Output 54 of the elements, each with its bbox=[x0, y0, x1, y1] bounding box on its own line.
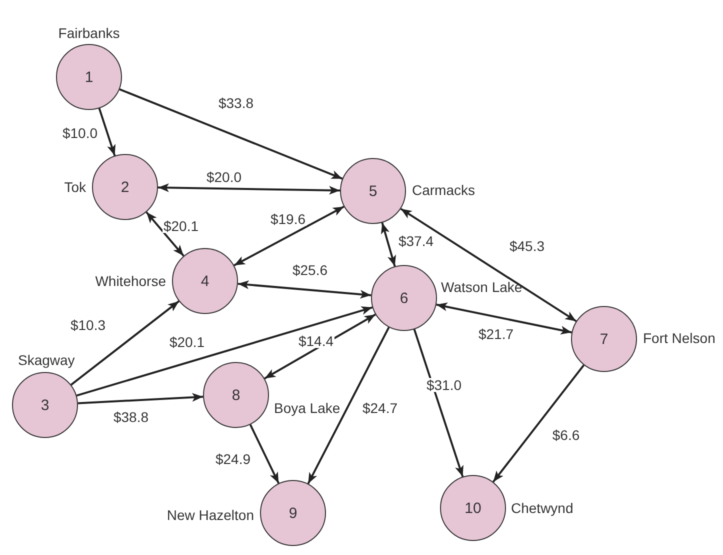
edge-label: $45.3 bbox=[508, 239, 546, 253]
edge-label: $24.7 bbox=[361, 401, 399, 415]
city-name: Chetwynd bbox=[511, 501, 574, 515]
edge-label: $21.7 bbox=[477, 327, 515, 341]
node-number: 10 bbox=[464, 500, 482, 516]
city-name: Fairbanks bbox=[58, 26, 120, 40]
node-number: 4 bbox=[200, 274, 210, 288]
arrow bbox=[119, 88, 343, 180]
edge-label: $20.1 bbox=[168, 335, 206, 349]
city-name: Watson Lake bbox=[441, 280, 522, 294]
node-number: 2 bbox=[120, 180, 130, 194]
edge-label: $37.4 bbox=[397, 234, 435, 248]
city-name: Tok bbox=[64, 180, 86, 194]
arrow bbox=[381, 222, 396, 267]
node-number: 5 bbox=[368, 184, 378, 198]
city-name: Skagway bbox=[18, 353, 75, 367]
node-number: 9 bbox=[288, 506, 298, 520]
edge-label: $33.8 bbox=[217, 96, 255, 110]
node-number: 8 bbox=[232, 388, 240, 402]
arrow bbox=[78, 392, 204, 404]
edge-label: $19.6 bbox=[269, 212, 307, 226]
edge-label: $20.0 bbox=[205, 170, 243, 184]
arrow bbox=[158, 183, 340, 195]
node-number: 1 bbox=[84, 70, 94, 84]
arrow bbox=[234, 206, 344, 266]
arrow bbox=[249, 424, 280, 484]
arrow bbox=[98, 108, 116, 156]
edge-label: $10.0 bbox=[61, 126, 99, 140]
edge-label: $14.4 bbox=[297, 334, 335, 348]
edge-label: $10.3 bbox=[69, 318, 107, 332]
edge-label: $31.0 bbox=[425, 378, 463, 392]
city-name: Fort Nelson bbox=[643, 331, 716, 345]
edge-label: $25.6 bbox=[291, 263, 329, 277]
city-name: Boya Lake bbox=[274, 401, 340, 415]
arrow bbox=[436, 302, 572, 334]
edge-label: $6.6 bbox=[551, 428, 581, 442]
node-number: 7 bbox=[600, 332, 608, 346]
edge-label: $38.8 bbox=[112, 410, 150, 424]
city-name: Whitehorse bbox=[95, 274, 166, 288]
edge-label: $20.1 bbox=[162, 219, 200, 233]
city-name: Carmacks bbox=[412, 183, 476, 197]
node-number: 3 bbox=[40, 398, 50, 412]
arrow bbox=[146, 211, 184, 257]
node-number: 6 bbox=[400, 290, 408, 306]
arrow bbox=[492, 364, 585, 483]
arrow bbox=[264, 314, 376, 380]
city-name: New Hazelton bbox=[166, 508, 254, 522]
arrow bbox=[413, 329, 464, 477]
edge-label: $24.9 bbox=[214, 452, 252, 466]
arrow bbox=[70, 300, 180, 386]
arrow bbox=[400, 208, 577, 322]
arrow bbox=[76, 306, 373, 397]
arrow bbox=[307, 326, 390, 484]
arrow bbox=[238, 280, 372, 299]
